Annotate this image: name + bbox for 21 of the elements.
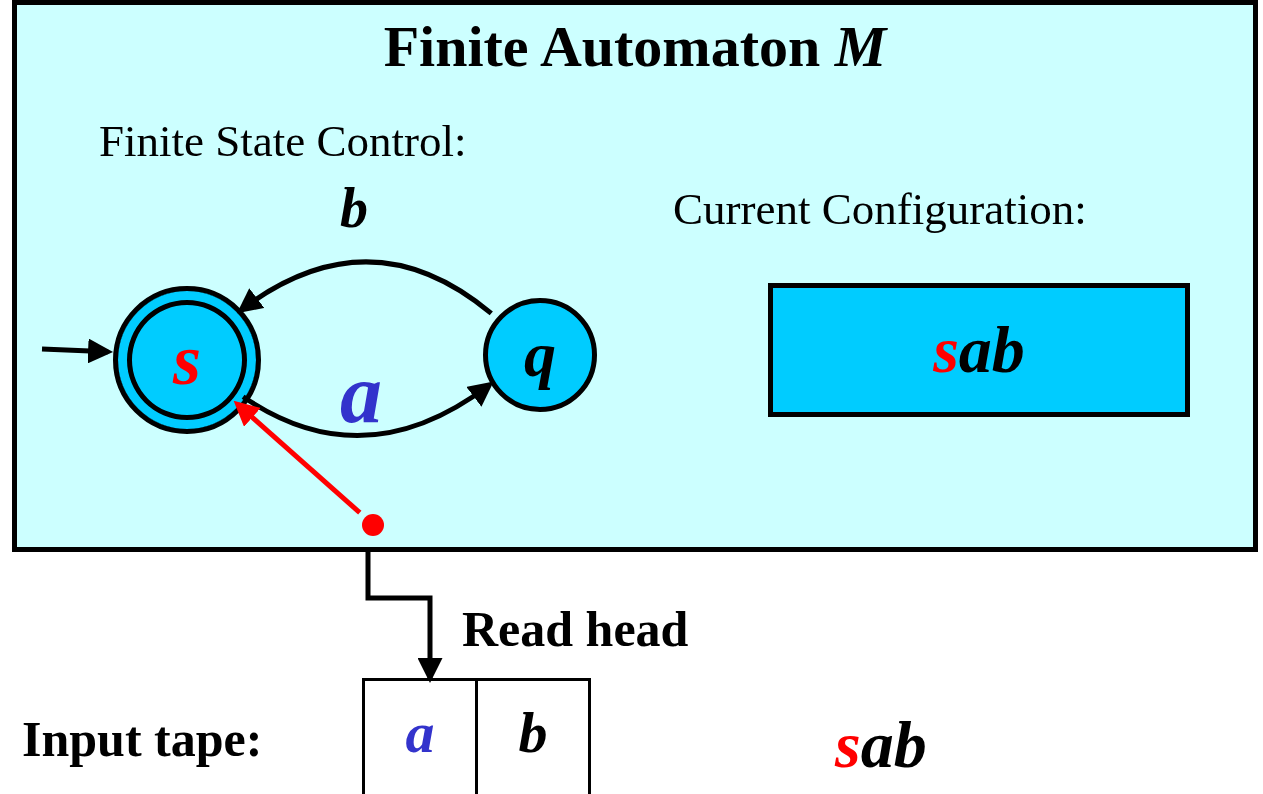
tape-symbol: b bbox=[518, 704, 548, 762]
head-dot bbox=[362, 514, 384, 536]
arrow bbox=[241, 381, 494, 438]
configuration-text: sab bbox=[835, 712, 927, 778]
tape-symbol: a bbox=[405, 704, 435, 762]
section-label: Finite State Control: bbox=[99, 115, 467, 167]
configuration-box bbox=[768, 283, 1190, 417]
tape-cell bbox=[362, 678, 478, 794]
arrow bbox=[41, 338, 114, 364]
edge-label: a bbox=[340, 352, 382, 436]
pointer-arrow bbox=[233, 400, 362, 515]
state-label: s bbox=[173, 324, 201, 396]
tape-cell bbox=[475, 678, 591, 794]
edge-label: Read head bbox=[462, 604, 689, 654]
arrow bbox=[236, 259, 493, 316]
configuration-text: sab bbox=[933, 317, 1025, 383]
edge-label: b bbox=[340, 180, 368, 236]
automaton-panel bbox=[12, 0, 1258, 552]
panel-heading: Finite Automaton M bbox=[382, 13, 889, 80]
arrow bbox=[365, 552, 443, 683]
section-label: Current Configuration: bbox=[673, 183, 1087, 235]
